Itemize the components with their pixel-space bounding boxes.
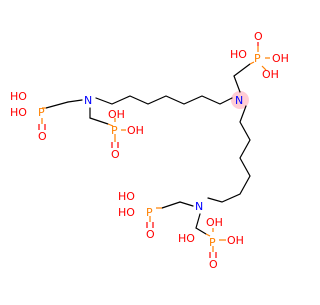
hydroxyl-label: HO: [10, 90, 27, 103]
bond: [249, 61, 255, 65]
oxygen-atom: O: [111, 148, 120, 161]
structure-svg: N HO HO P O OH P OH O N O HO P OH OH N H…: [10, 30, 289, 271]
hydroxyl-label: OH: [262, 68, 279, 81]
hydroxyl-label: HO: [10, 106, 27, 119]
hydroxyl-label: OH: [206, 216, 223, 229]
bond: [207, 105, 251, 203]
oxygen-atom: O: [38, 130, 47, 143]
oxygen-atom: O: [254, 30, 263, 43]
bond: [205, 233, 211, 237]
phosphorus-atom: P: [38, 106, 45, 119]
bond: [107, 123, 114, 127]
hydroxyl-label: OH: [227, 234, 244, 247]
phosphorus-atom: P: [209, 236, 216, 249]
hydroxyl-label: OH: [272, 52, 289, 65]
bond: [179, 201, 194, 207]
hydroxyl-label: HO: [118, 190, 135, 203]
bond: [89, 117, 109, 125]
hydroxyl-label: OH: [108, 108, 125, 121]
bond: [195, 213, 201, 229]
nitrogen-atom: N: [84, 94, 92, 107]
bond: [67, 99, 83, 103]
hydroxyl-label: HO: [178, 232, 195, 245]
bond: [233, 75, 241, 93]
hydroxyl-label: HO: [118, 206, 135, 219]
molecule-diagram: N HO HO P O OH P OH O N O HO P OH OH N H…: [10, 30, 289, 271]
bond: [45, 101, 69, 109]
hydroxyl-label: HO: [230, 48, 247, 61]
bond: [195, 227, 207, 235]
bond: [261, 65, 267, 71]
phosphorus-atom: P: [111, 124, 118, 137]
bond: [161, 201, 181, 209]
nitrogen-atom: N: [195, 200, 203, 213]
central-n-highlight: [231, 91, 249, 109]
oxygen-atom: O: [146, 228, 155, 241]
phosphorus-atom: P: [254, 52, 261, 65]
nitrogen-atom: N: [235, 94, 243, 107]
oxygen-atom: O: [209, 258, 218, 271]
bond: [95, 95, 233, 105]
hydroxyl-label: OH: [127, 124, 144, 137]
phosphorus-atom: P: [146, 206, 153, 219]
bond: [233, 63, 251, 77]
